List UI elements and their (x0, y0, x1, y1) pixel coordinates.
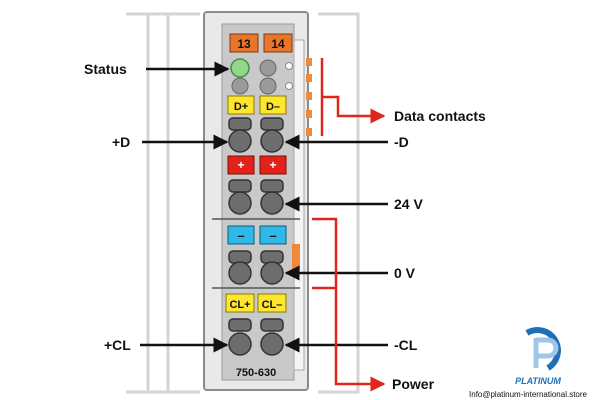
status-led (230, 58, 250, 78)
svg-text:+: + (237, 158, 244, 172)
terminal-tag-13: 13 (229, 33, 259, 53)
svg-text:CL–: CL– (262, 299, 283, 311)
label-plus-cl: +CL (104, 337, 131, 353)
tag-cl-minus: CL– (257, 293, 287, 313)
label-status: Status (84, 61, 127, 77)
indicator-led (259, 77, 277, 95)
indicator-dot (285, 82, 293, 90)
tag-cl-plus: CL+ (225, 293, 255, 313)
tag-d-minus: D– (259, 95, 287, 115)
clamp-pair-data (228, 117, 284, 153)
svg-text:+: + (269, 158, 276, 172)
indicator-led (231, 77, 249, 95)
label-plus-d: +D (112, 134, 130, 150)
indicator-dot (285, 62, 293, 70)
label-power: Power (392, 376, 435, 392)
svg-text:D+: D+ (234, 101, 248, 113)
svg-text:14: 14 (271, 37, 285, 51)
label-minus-d: -D (394, 134, 409, 150)
svg-text:13: 13 (237, 37, 251, 51)
label-0v: 0 V (394, 265, 416, 281)
clamp-pair-clock (228, 318, 284, 356)
clamp-pair-24v (228, 179, 284, 215)
watermark-email: Info@platinum-international.store (469, 390, 588, 399)
clamp-pair-0v (228, 250, 284, 285)
tag-ground-minus-right: – (259, 225, 287, 245)
data-contacts-bracket (320, 58, 386, 136)
power-bracket (312, 217, 386, 392)
tag-supply-plus-right: + (259, 155, 287, 175)
terminal-tag-14: 14 (263, 33, 293, 53)
tag-supply-plus-left: + (227, 155, 255, 175)
label-24v: 24 V (394, 196, 423, 212)
tag-ground-minus-left: – (227, 225, 255, 245)
watermark-brand: PLATINUM (515, 376, 561, 386)
svg-text:–: – (269, 228, 276, 243)
platinum-logo-icon (525, 327, 561, 371)
model-number: 750-630 (236, 367, 276, 379)
svg-text:–: – (237, 228, 244, 243)
power-contact-pin (292, 244, 300, 270)
tag-d-plus: D+ (227, 95, 255, 115)
label-minus-cl: -CL (394, 337, 418, 353)
label-data-contacts: Data contacts (394, 108, 486, 124)
svg-text:CL+: CL+ (229, 299, 250, 311)
indicator-led (259, 59, 277, 77)
svg-text:D–: D– (266, 101, 280, 113)
data-contact-pins (306, 58, 312, 136)
